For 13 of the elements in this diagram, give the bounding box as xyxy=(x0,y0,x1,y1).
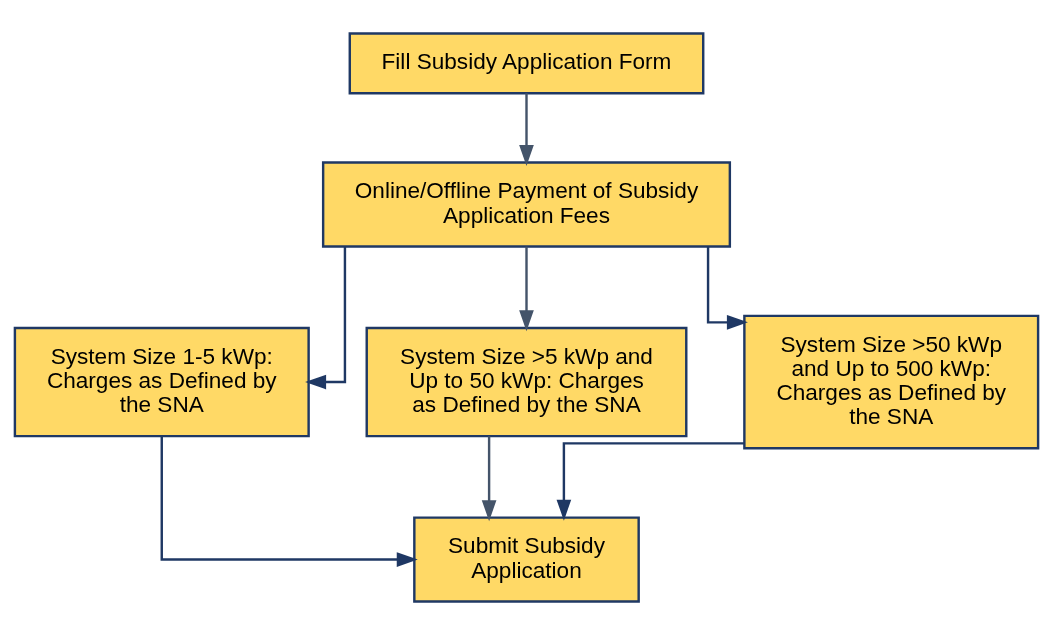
arrow xyxy=(519,246,534,332)
node-box: System Size >5 kWp and Up to 50 kWp: Charges as Defined by the SNA xyxy=(365,326,688,438)
node-box: Online/Offline Payment of Subsidy Application Fees xyxy=(321,161,732,248)
node-box: Submit Subsidy Application xyxy=(413,516,640,603)
arrow xyxy=(305,246,347,390)
node-box: Fill Subsidy Application Form xyxy=(348,32,705,95)
arrow xyxy=(706,247,748,330)
arrow xyxy=(481,436,497,522)
arrow xyxy=(160,436,418,567)
node-box: System Size 1-5 kWp: Charges as Defined by the SNA xyxy=(13,326,310,438)
node-box: System Size >50 kWp and Up to 500 kWp: Charges as Defined by the SNA xyxy=(743,314,1040,450)
arrow xyxy=(519,93,534,166)
arrow xyxy=(556,442,745,521)
